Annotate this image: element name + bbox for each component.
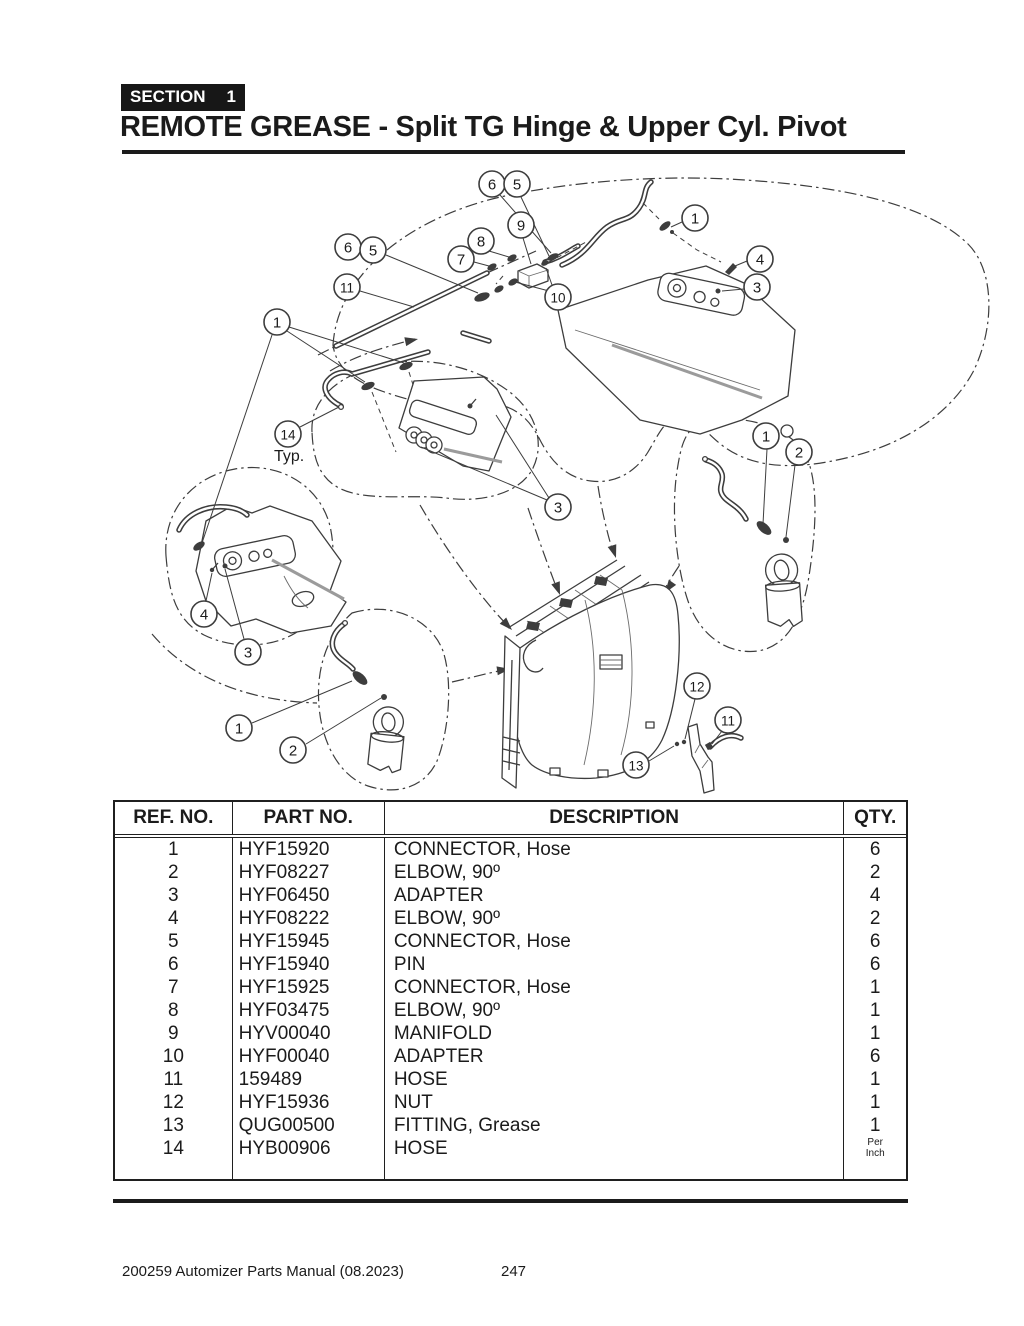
typ-annotation: Typ.	[274, 448, 304, 465]
svg-text:1: 1	[691, 211, 699, 228]
footer-manual-name: 200259 Automizer Parts Manual (08.2023)	[122, 1263, 404, 1280]
table-filler-row	[115, 1160, 906, 1179]
svg-text:11: 11	[721, 714, 735, 729]
footer-page-number: 247	[501, 1263, 527, 1280]
svg-text:4: 4	[200, 607, 208, 624]
callout-balloon: 13	[622, 745, 675, 779]
callout-balloon: 6	[334, 233, 362, 261]
middle-hinge-sketch	[322, 349, 512, 472]
callout-balloon: 1	[752, 422, 780, 525]
col-header-ref-no: REF. NO.	[115, 802, 233, 838]
svg-text:9: 9	[517, 218, 525, 235]
svg-text:2: 2	[289, 743, 297, 760]
grease-bracket-sketch	[674, 723, 744, 794]
callout-balloon: 9	[507, 211, 535, 265]
col-header-part-no: PART NO.	[231, 802, 385, 838]
svg-text:10: 10	[550, 291, 565, 306]
callout-balloon: 11	[711, 706, 742, 745]
callout-balloon: 4	[190, 572, 218, 628]
callout-balloon: 8	[467, 227, 510, 258]
callout-balloon: 2	[785, 438, 813, 538]
svg-text:7: 7	[457, 252, 465, 269]
callout-balloon: 12	[683, 672, 711, 740]
callout-balloon: 4	[734, 245, 774, 273]
title-rule	[122, 150, 905, 154]
svg-text:1: 1	[273, 315, 281, 332]
callout-balloon: 3	[721, 273, 771, 301]
callout-balloon: 5	[503, 170, 550, 257]
col-header-qty: QTY.	[843, 802, 906, 838]
svg-text:12: 12	[689, 680, 704, 695]
svg-text:14: 14	[280, 428, 296, 443]
upper-hinge-sketch	[557, 202, 796, 438]
lower-left-pivot-sketch	[329, 619, 405, 774]
callout-balloon: 7	[447, 245, 490, 273]
svg-text:2: 2	[795, 445, 803, 462]
svg-text:11: 11	[340, 281, 354, 296]
svg-text:3: 3	[753, 280, 761, 297]
svg-text:6: 6	[488, 177, 496, 194]
svg-text:6: 6	[344, 240, 352, 257]
bottom-rule	[113, 1199, 908, 1203]
callout-balloon: 1	[201, 308, 405, 544]
section-label: SECTION 1	[121, 84, 245, 111]
svg-text:5: 5	[369, 243, 377, 260]
section-word: SECTION	[130, 87, 206, 106]
callout-balloon: 3	[420, 414, 572, 521]
svg-text:5: 5	[513, 177, 521, 194]
svg-text:1: 1	[762, 429, 770, 446]
svg-text:3: 3	[554, 500, 562, 517]
page-title: REMOTE GREASE - Split TG Hinge & Upper C…	[120, 111, 847, 143]
callout-balloon: 11	[333, 273, 415, 308]
callout-balloon: 2	[279, 697, 382, 764]
callout-balloon: 14	[274, 406, 340, 448]
section-number: 1	[226, 87, 236, 106]
svg-text:8: 8	[477, 234, 485, 251]
callout-balloon: 10	[514, 267, 572, 311]
col-header-description: DESCRIPTION	[383, 802, 844, 838]
machine-sketch	[501, 559, 680, 789]
callout-balloon: 3	[224, 568, 262, 666]
callout-balloon: 1	[670, 204, 709, 232]
svg-text:13: 13	[628, 759, 643, 774]
phantom-outlines	[151, 177, 990, 791]
svg-text:1: 1	[235, 721, 243, 738]
manifold-fittings-sketch	[333, 179, 654, 349]
right-pivot-sketch	[701, 455, 803, 628]
table-header-row: REF. NO. PART NO. DESCRIPTION QTY.	[115, 802, 906, 838]
callout-balloon: 5	[359, 236, 479, 294]
svg-text:3: 3	[244, 645, 252, 662]
callout-balloon: 1	[225, 680, 353, 742]
svg-text:4: 4	[756, 252, 764, 269]
